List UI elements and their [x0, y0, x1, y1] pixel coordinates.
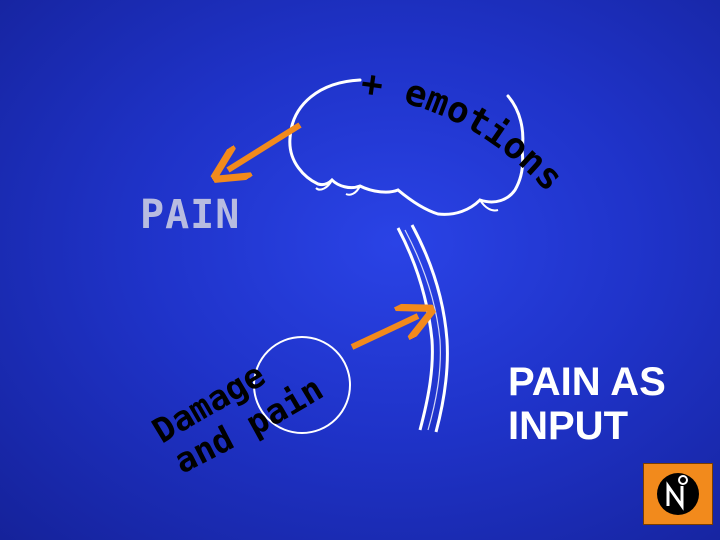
brain-fold — [315, 179, 333, 191]
pain-label: PAIN — [140, 192, 241, 238]
pain-input-arrow — [350, 316, 418, 350]
spinal-cord-mid — [404, 229, 441, 431]
damage-circle — [253, 336, 351, 434]
caption: PAIN AS INPUT — [508, 360, 666, 448]
caption-line-1: PAIN AS — [508, 360, 666, 404]
brain-fold — [479, 199, 499, 212]
spinal-cord-right — [410, 224, 449, 433]
emotions-text: + emotions — [359, 63, 571, 199]
brain-outline — [288, 78, 525, 216]
n-logo-icon — [643, 463, 713, 525]
logo-mark — [657, 473, 699, 515]
caption-line-2: INPUT — [508, 404, 628, 448]
brain-fold — [345, 185, 361, 196]
pain-output-arrow — [228, 122, 302, 170]
